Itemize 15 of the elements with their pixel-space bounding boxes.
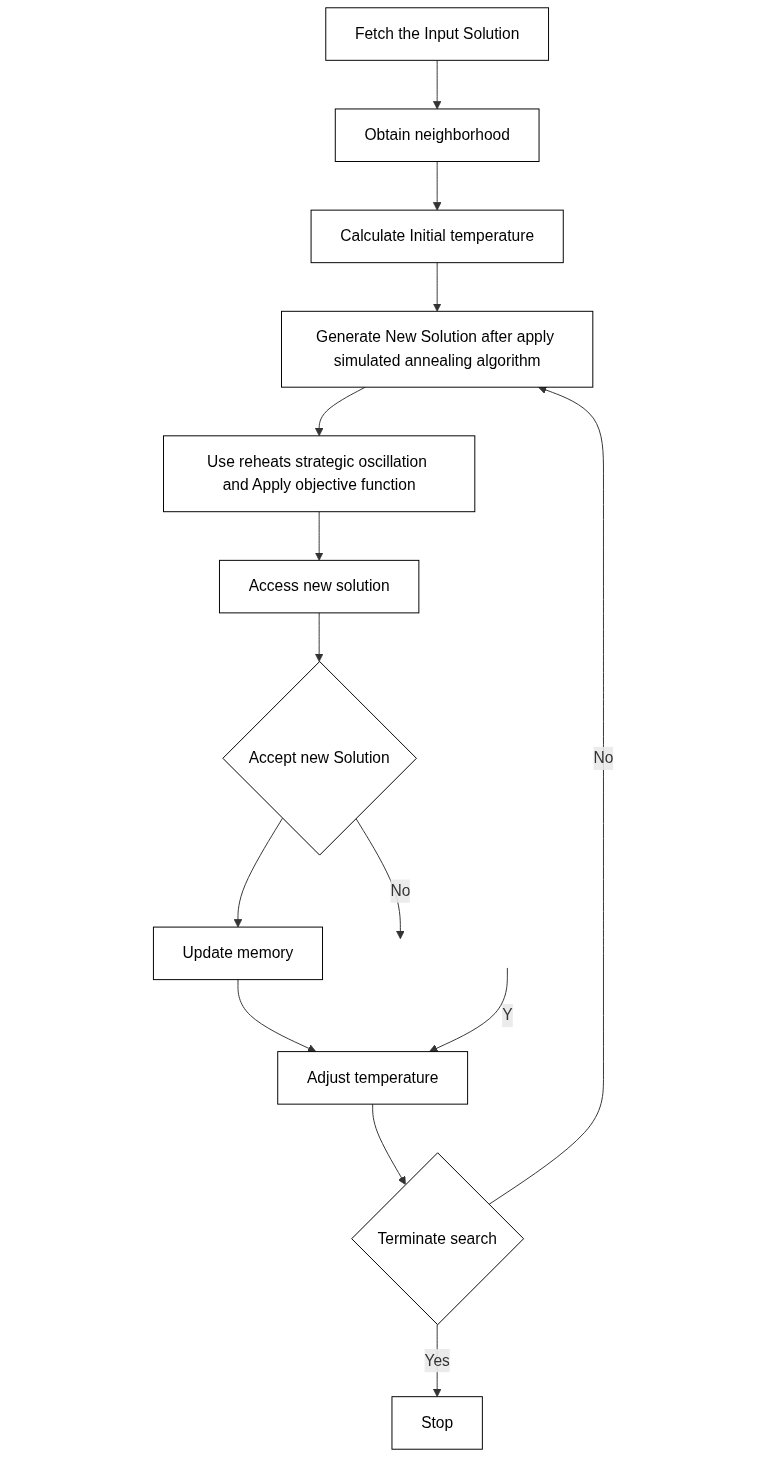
node-box: Generate New Solution after apply simulated annealing algorithm — [281, 310, 594, 388]
node-box: Obtain neighborhood — [334, 108, 540, 162]
edge-label: Y — [502, 1006, 513, 1024]
node-diamond: Accept new Solution — [222, 661, 417, 856]
node-box: Fetch the Input Solution — [325, 7, 550, 61]
edge-label: Yes — [424, 1351, 450, 1369]
node-box: Access new solution — [219, 559, 420, 614]
edge-label: No — [593, 749, 614, 767]
node-box: Use reheats strategic oscillation and Apply objective function — [163, 435, 476, 513]
node-box: Update memory — [153, 926, 324, 981]
node-box: Adjust temperature — [277, 1051, 469, 1105]
node-box: Calculate Initial temperature — [310, 209, 564, 264]
edge-label: No — [390, 882, 411, 899]
node-box: Stop — [391, 1396, 483, 1450]
node-diamond: Terminate search — [351, 1152, 525, 1326]
